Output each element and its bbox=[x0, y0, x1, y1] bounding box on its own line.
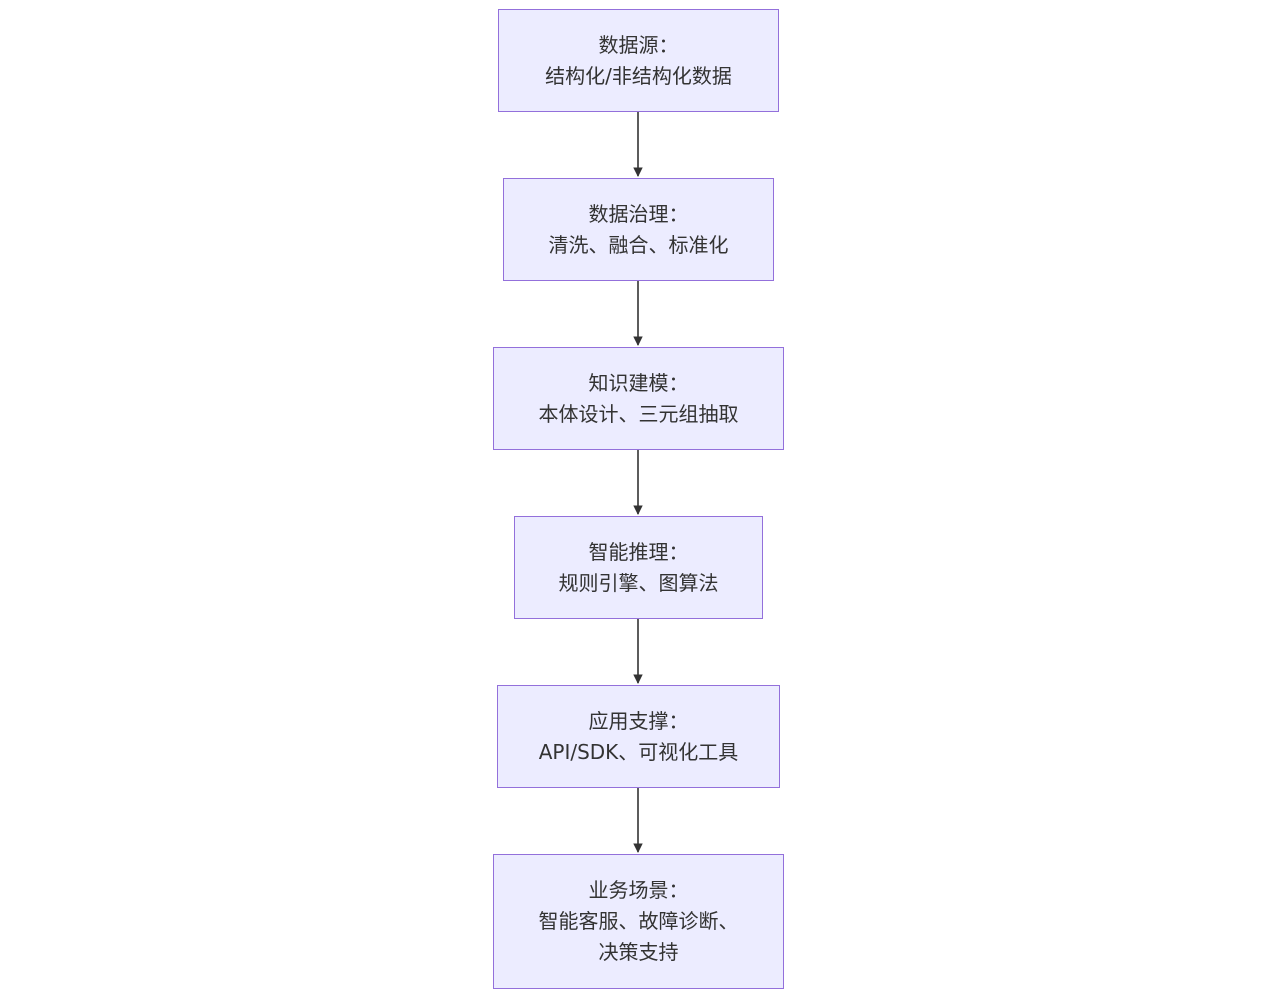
node-data-governance-title: 数据治理： bbox=[588, 201, 689, 226]
node-knowledge-modeling-title: 知识建模： bbox=[588, 370, 689, 395]
node-knowledge-modeling-desc: 本体设计、三元组抽取 bbox=[538, 401, 739, 426]
node-intelligent-reasoning-desc: 规则引擎、图算法 bbox=[558, 570, 719, 595]
node-data-governance-desc: 清洗、融合、标准化 bbox=[548, 232, 729, 257]
node-intelligent-reasoning-title: 智能推理： bbox=[588, 539, 689, 564]
node-data-source-desc: 结构化/非结构化数据 bbox=[545, 63, 732, 88]
node-business-scenarios-desc-1: 智能客服、故障诊断、 bbox=[538, 909, 739, 933]
node-business-scenarios: 业务场景： 智能客服、故障诊断、 决策支持 bbox=[493, 854, 784, 989]
node-data-source-title: 数据源： bbox=[598, 32, 679, 57]
node-business-scenarios-title: 业务场景： bbox=[588, 878, 689, 902]
node-application-support-desc: API/SDK、可视化工具 bbox=[538, 739, 739, 764]
node-knowledge-modeling: 知识建模： 本体设计、三元组抽取 bbox=[493, 347, 784, 450]
node-application-support-title: 应用支撑： bbox=[588, 708, 689, 733]
node-intelligent-reasoning: 智能推理： 规则引擎、图算法 bbox=[514, 516, 763, 619]
node-business-scenarios-desc-2: 决策支持 bbox=[598, 940, 679, 964]
node-data-governance: 数据治理： 清洗、融合、标准化 bbox=[503, 178, 774, 281]
node-data-source: 数据源： 结构化/非结构化数据 bbox=[498, 9, 779, 112]
node-application-support: 应用支撑： API/SDK、可视化工具 bbox=[497, 685, 780, 788]
